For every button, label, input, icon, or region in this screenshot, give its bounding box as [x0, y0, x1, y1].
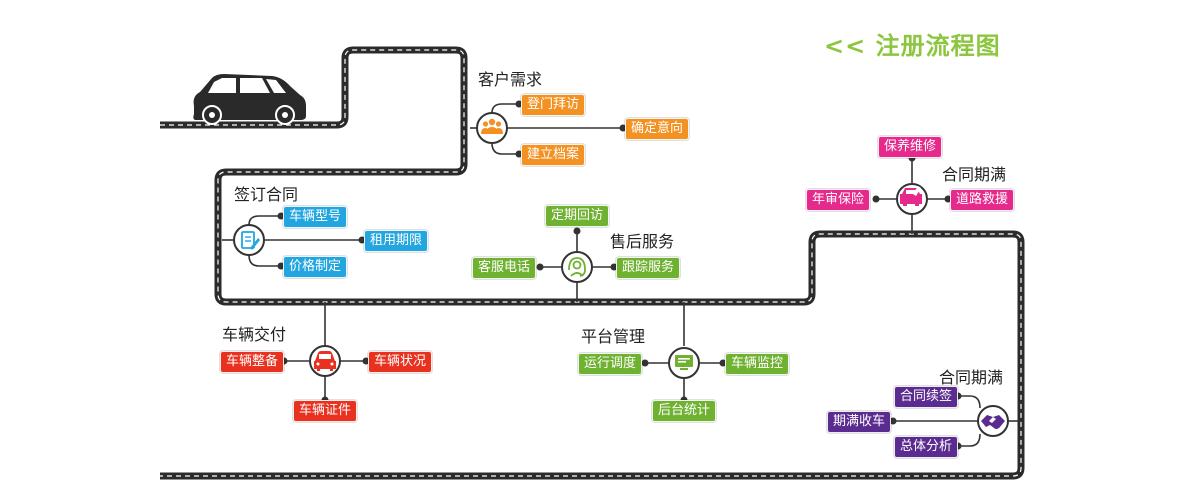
- tag-contract-renewal: 合同续签: [894, 386, 959, 408]
- tag-vehicle-condition: 车辆状况: [368, 351, 433, 373]
- car-icon: [193, 74, 306, 125]
- tag-create-record: 建立档案: [521, 144, 586, 166]
- handshake-icon: [981, 415, 1005, 429]
- car-front-icon: [314, 351, 336, 371]
- tag-vehicle-model: 车辆型号: [283, 206, 348, 228]
- tag-regular-visit: 定期回访: [545, 205, 610, 227]
- tag-service-hotline: 客服电话: [472, 257, 537, 279]
- monitor-icon: [675, 355, 693, 370]
- tag-overall-analysis: 总体分析: [894, 436, 959, 458]
- section-title-platform-management: 平台管理: [581, 327, 646, 346]
- tag-vehicle-monitoring: 车辆监控: [725, 353, 790, 375]
- page-title: << 注册流程图: [824, 32, 1001, 60]
- tag-door-visit: 登门拜访: [521, 94, 586, 116]
- tag-road-rescue: 道路救援: [950, 189, 1015, 211]
- section-title-contract-expire-top: 合同期满: [942, 165, 1007, 184]
- tag-vehicle-prep: 车辆整备: [220, 351, 285, 373]
- repair-car-icon: [900, 186, 922, 206]
- tag-backend-stats: 后台统计: [652, 400, 717, 422]
- headset-icon: [568, 257, 586, 277]
- tag-pricing: 价格制定: [283, 256, 348, 278]
- tag-confirm-intent: 确定意向: [625, 118, 690, 140]
- tag-inspection-insurance: 年审保险: [806, 189, 871, 211]
- document-edit-icon: [241, 231, 260, 250]
- section-title-contract-expire-bottom: 合同期满: [939, 368, 1004, 387]
- people-icon: [481, 118, 503, 134]
- tag-rental-period: 租用期限: [364, 230, 429, 252]
- section-title-after-sales: 售后服务: [610, 232, 675, 251]
- tag-follow-up-service: 跟踪服务: [616, 257, 681, 279]
- section-title-customer-demand: 客户需求: [478, 70, 543, 89]
- section-title-vehicle-delivery: 车辆交付: [222, 325, 287, 344]
- tag-dispatch: 运行调度: [578, 353, 643, 375]
- section-title-sign-contract: 签订合同: [234, 185, 299, 204]
- tag-maintenance: 保养维修: [878, 136, 943, 158]
- tag-vehicle-return: 期满收车: [827, 411, 892, 433]
- tag-vehicle-documents: 车辆证件: [293, 400, 358, 422]
